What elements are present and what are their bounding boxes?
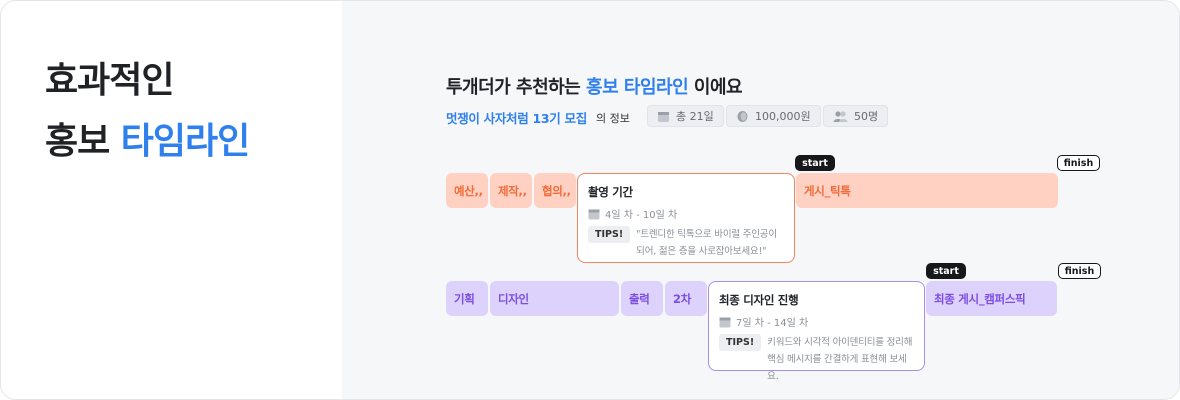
- segment-design[interactable]: 디자인: [490, 281, 619, 316]
- headline-accent: 홍보 타임라인: [586, 77, 689, 98]
- popup-title: 최종 디자인 진행: [719, 293, 799, 307]
- calendar-icon: [588, 209, 600, 219]
- tips-row: TIPS! "트렌디한 틱톡으로 바이럴 주인공이 되어, 젊은 층을 사로잡아…: [588, 226, 784, 260]
- segment-print[interactable]: 출력: [621, 281, 663, 316]
- headline-suffix: 이에요: [688, 77, 743, 98]
- budget-label: 100,000원: [755, 110, 811, 123]
- tips-badge: TIPS!: [588, 226, 631, 243]
- segment-negotiation[interactable]: 협의,,: [534, 173, 576, 208]
- calendar-icon: [719, 317, 731, 327]
- finish-tag: finish: [1058, 263, 1101, 279]
- hero-title-line2: 홍보 타임라인: [45, 112, 250, 164]
- duration-chip: 총 21일: [647, 105, 724, 127]
- recruit-name: 멋쟁이 사자처럼 13기 모집: [446, 111, 587, 126]
- coin-icon: [737, 110, 748, 122]
- tips-row: TIPS! 키워드와 시각적 아이덴티티를 정리해 핵심 메시지를 간결하게 표…: [719, 334, 914, 385]
- hero-title-line1: 효과적인: [45, 60, 174, 101]
- start-tag: start: [795, 155, 835, 171]
- finish-tag: finish: [1057, 155, 1100, 171]
- popup-date-text: 7일 차 - 14일 차: [736, 318, 809, 329]
- hero-panel: 효과적인 홍보 타임라인: [1, 1, 342, 399]
- popup-date: 7일 차 - 14일 차: [719, 314, 914, 329]
- duration-label: 총 21일: [676, 110, 714, 123]
- headline-prefix: 투개더가 추천하는: [446, 77, 587, 98]
- start-tag: start: [926, 263, 966, 279]
- segment-production[interactable]: 제작,,: [490, 173, 532, 208]
- people-chip: 50명: [823, 105, 889, 127]
- shooting-period-popup: 촬영 기간 4일 차 - 10일 차 TIPS! "트렌디한 틱톡으로 바이럴 …: [577, 173, 795, 263]
- people-label: 50명: [854, 110, 879, 123]
- segment-planning[interactable]: 기획: [446, 281, 488, 316]
- tips-text: "트렌디한 틱톡으로 바이럴 주인공이 되어, 젊은 층을 사로잡아보세요!": [636, 229, 777, 257]
- recruit-suffix: 의 정보: [596, 112, 630, 125]
- tips-text: 키워드와 시각적 아이덴티티를 정리해 핵심 메시지를 간결하게 표현해 보세요…: [767, 337, 913, 382]
- tips-badge: TIPS!: [719, 334, 762, 351]
- budget-chip: 100,000원: [726, 105, 821, 127]
- people-icon: [833, 110, 848, 122]
- timeline-headline: 투개더가 추천하는 홍보 타임라인 이에요: [446, 73, 743, 99]
- timeline-panel: 투개더가 추천하는 홍보 타임라인 이에요 멋쟁이 사자처럼 13기 모집 의 …: [342, 1, 1179, 399]
- segment-second[interactable]: 2차: [665, 281, 707, 316]
- segment-post-tiktok[interactable]: 게시_틱톡: [796, 173, 1058, 208]
- final-design-popup: 최종 디자인 진행 7일 차 - 14일 차 TIPS! 키워드와 시각적 아이…: [708, 281, 925, 382]
- popup-date: 4일 차 - 10일 차: [588, 206, 784, 221]
- hero-title-accent: 타임라인: [120, 121, 250, 162]
- segment-final-post[interactable]: 최종 게시_캠퍼스픽: [926, 281, 1057, 316]
- hero-title-plain: 홍보: [45, 121, 121, 162]
- popup-title: 촬영 기간: [588, 185, 633, 199]
- popup-date-text: 4일 차 - 10일 차: [605, 210, 678, 221]
- segment-budget[interactable]: 예산,,: [446, 173, 488, 208]
- calendar-icon: [658, 111, 669, 122]
